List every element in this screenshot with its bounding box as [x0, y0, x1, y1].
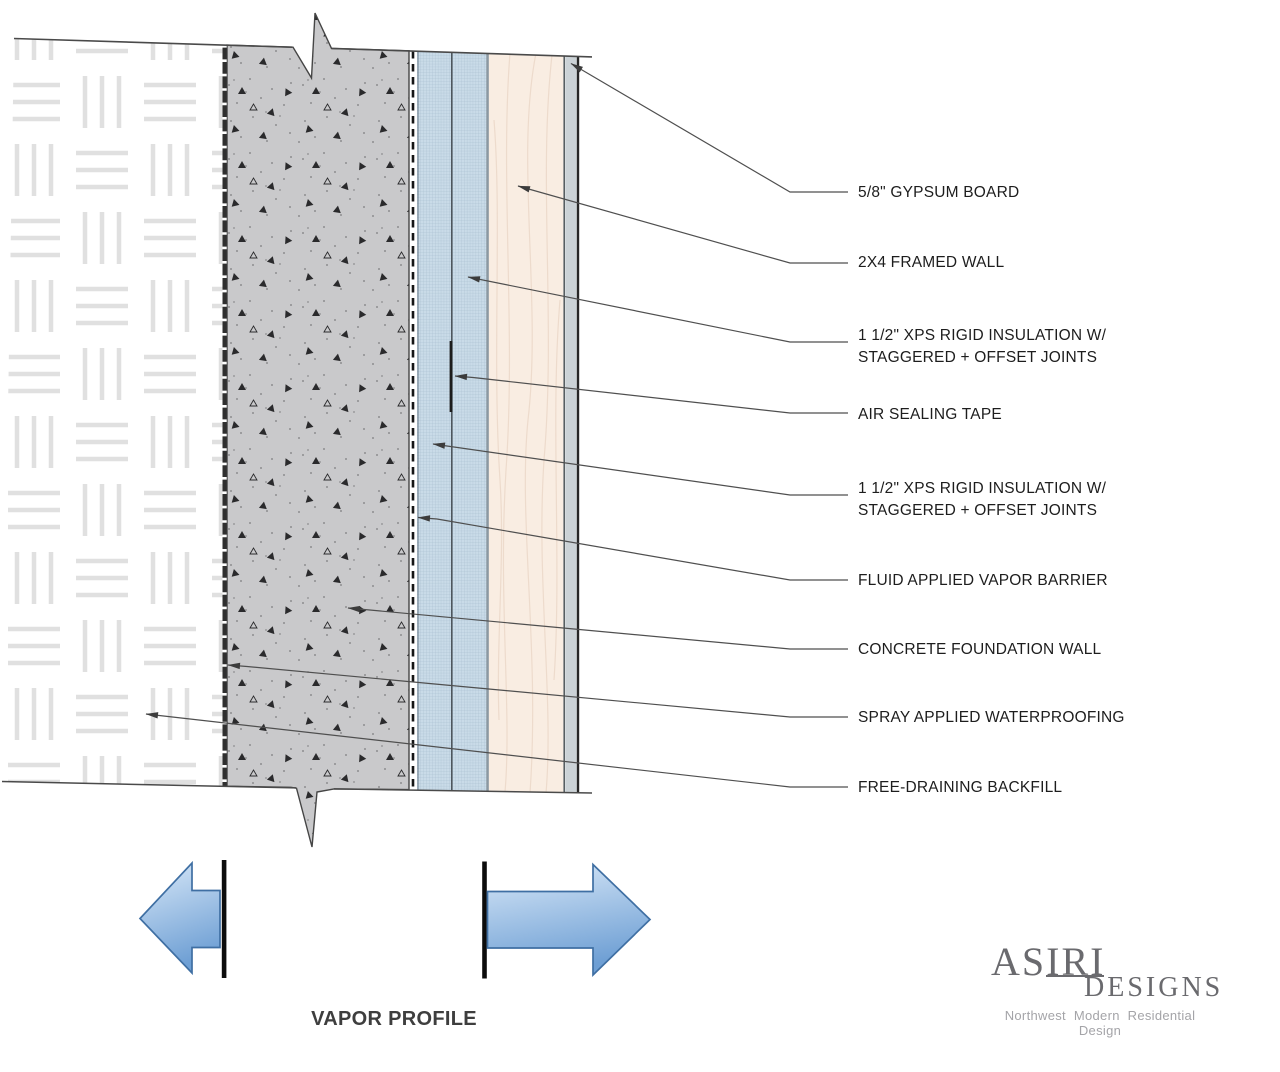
logo-brand-secondary: DESIGNS [1084, 972, 1224, 1003]
vapor-arrow-left [138, 860, 221, 976]
leader-xps-inner [432, 442, 848, 496]
annotation-line: 1 1/2" XPS RIGID INSULATION W/ [858, 480, 1107, 497]
grade-top-line [13, 37, 593, 58]
leader-concrete-wall [347, 605, 848, 650]
leader-gypsum-board [570, 62, 848, 193]
vapor-bar-right [482, 861, 487, 979]
annotation-vapor-barrier: FLUID APPLIED VAPOR BARRIER [858, 570, 1108, 592]
gypsum-board-layer [565, 55, 577, 793]
annotation-line: 2X4 FRAMED WALL [858, 254, 1005, 271]
vapor-profile-caption: VAPOR PROFILE [311, 1008, 477, 1030]
logo-tagline: Northwest Modern Residential Design [1004, 1008, 1196, 1038]
annotation-line: AIR SEALING TAPE [858, 406, 1002, 423]
annotation-concrete-wall: CONCRETE FOUNDATION WALL [858, 639, 1101, 661]
vapor-bar-left [221, 860, 227, 978]
leader-framed-wall [517, 185, 848, 264]
leader-waterproofing [227, 662, 848, 718]
leader-xps-outer [467, 276, 848, 343]
leader-backfill [145, 712, 848, 788]
logo-brand: ASIRI [991, 939, 1106, 984]
annotation-line: SPRAY APPLIED WATERPROOFING [858, 709, 1125, 726]
vapor-arrow-right [486, 862, 652, 978]
leader-air-sealing-tape [454, 373, 848, 414]
annotation-line: 1 1/2" XPS RIGID INSULATION W/ [858, 327, 1107, 344]
annotation-gypsum-board: 5/8" GYPSUM BOARD [858, 182, 1019, 204]
annotation-line: 5/8" GYPSUM BOARD [858, 184, 1020, 201]
leader-vapor-barrier [417, 515, 848, 581]
framed-wall-layer [488, 53, 564, 793]
annotation-line: FLUID APPLIED VAPOR BARRIER [858, 572, 1108, 589]
annotation-line: CONCRETE FOUNDATION WALL [858, 641, 1102, 658]
annotation-line: STAGGERED + OFFSET JOINTS [858, 348, 1098, 366]
annotation-waterproofing: SPRAY APPLIED WATERPROOFING [858, 707, 1125, 729]
annotation-backfill: FREE-DRAINING BACKFILL [858, 777, 1062, 799]
bottom-cut-line [1, 780, 593, 794]
concrete-foundation-wall-layer [226, 12, 410, 848]
annotation-xps-outer: 1 1/2" XPS RIGID INSULATION W/ STAGGERED… [858, 325, 1106, 368]
backfill-layer [2, 38, 224, 786]
annotation-air-sealing-tape: AIR SEALING TAPE [858, 404, 1002, 426]
annotation-line: FREE-DRAINING BACKFILL [858, 779, 1063, 796]
annotation-xps-inner: 1 1/2" XPS RIGID INSULATION W/ STAGGERED… [858, 478, 1106, 521]
annotation-framed-wall: 2X4 FRAMED WALL [858, 252, 1004, 274]
annotation-line: STAGGERED + OFFSET JOINTS [858, 501, 1098, 519]
logo-swash-line [1046, 975, 1104, 977]
